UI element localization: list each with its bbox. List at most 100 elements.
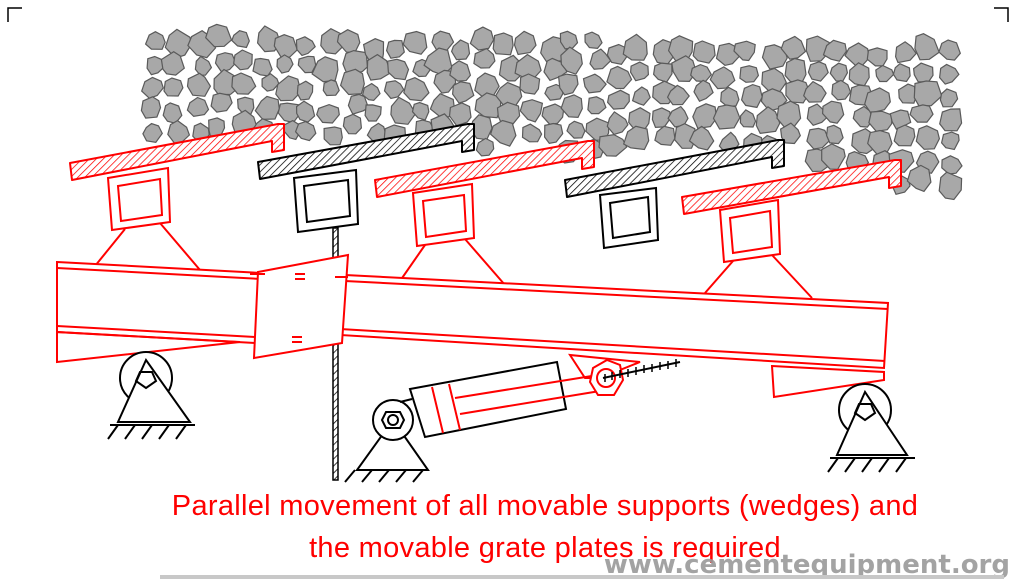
- clinker-rock: [848, 62, 870, 87]
- clinker-rock: [622, 125, 650, 151]
- clinker-rock: [807, 61, 829, 82]
- clinker-rock: [521, 123, 543, 143]
- clinker-rock: [755, 106, 781, 135]
- clinker-rock: [296, 80, 314, 101]
- right-roller-support: [827, 383, 915, 473]
- clinker-rock: [784, 57, 807, 84]
- clinker-rock: [780, 35, 807, 60]
- clinker-rock: [141, 76, 164, 99]
- clinker-rock: [214, 52, 237, 73]
- clinker-rock: [582, 73, 607, 94]
- clinker-rock: [276, 54, 294, 74]
- clinker-rock: [938, 39, 961, 61]
- clinker-rock: [875, 64, 895, 83]
- clinker-rock: [489, 119, 517, 147]
- clinker-rock: [557, 73, 579, 96]
- clinker-rock: [566, 120, 586, 139]
- movable-plate-support: [94, 166, 813, 299]
- clinker-rock: [821, 100, 845, 124]
- clinker-rock: [386, 58, 410, 81]
- clinker-rock: [939, 88, 959, 108]
- clinker-rock: [785, 79, 811, 104]
- clinker-rock: [311, 56, 339, 83]
- clinker-rock: [323, 126, 343, 146]
- caption-line-1: Parallel movement of all movable support…: [171, 490, 919, 522]
- clinker-rock: [339, 68, 365, 96]
- clinker-rock: [208, 117, 226, 137]
- clinker-rock: [587, 96, 607, 115]
- clinker-rock: [690, 63, 713, 83]
- hydraulic-cylinder: [399, 358, 681, 439]
- clinker-rock: [806, 103, 828, 127]
- clinker-rock: [513, 30, 537, 56]
- clinker-rock: [806, 127, 831, 150]
- clinker-rock: [939, 108, 963, 132]
- clinker-rock: [606, 65, 633, 90]
- clinker-rock: [940, 131, 960, 151]
- clinker-rock: [693, 79, 714, 102]
- clinker-rock: [261, 72, 280, 92]
- clinker-rock: [606, 89, 630, 110]
- clinker-rock: [628, 107, 651, 130]
- clinker-rock: [205, 23, 233, 48]
- clinker-rock: [825, 124, 844, 145]
- clinker-rock: [475, 137, 495, 157]
- clinker-rock: [652, 62, 673, 83]
- clinker-rock: [629, 61, 650, 82]
- clinker-rock: [941, 155, 963, 175]
- corner-mark-right: [994, 7, 1009, 22]
- clinker-rock: [688, 125, 715, 151]
- clinker-rock: [559, 30, 579, 50]
- clinker-rock: [560, 46, 583, 75]
- clinker-rock: [740, 83, 763, 109]
- clinker-rock: [411, 101, 430, 121]
- clinker-rock: [915, 125, 941, 150]
- clinker-rock: [294, 120, 317, 142]
- clinker-rock: [144, 31, 166, 50]
- clinker-rock: [709, 66, 736, 90]
- clinker-rock: [864, 87, 891, 114]
- clinker-rock: [316, 103, 340, 124]
- bottom-bar: [160, 575, 1004, 579]
- movable-grate-plate: [681, 159, 902, 215]
- clinker-rock: [366, 53, 392, 81]
- fixed-plate-support: [292, 168, 660, 250]
- clinker-rock: [162, 102, 183, 124]
- clinker-rock: [519, 99, 544, 123]
- clinker-rock: [868, 110, 893, 132]
- clinker-rock: [666, 84, 690, 106]
- clinker-rock: [295, 100, 316, 123]
- clinker-rock: [909, 104, 934, 123]
- clinker-rock: [938, 171, 963, 201]
- clinker-rock: [402, 30, 428, 55]
- clinker-rock: [383, 80, 405, 100]
- clinker-rock: [938, 63, 960, 85]
- clinker-rock: [297, 55, 317, 74]
- clinker-rock: [712, 104, 741, 130]
- clinker-rock: [913, 80, 943, 107]
- corner-mark-left: [7, 7, 22, 22]
- clinker-rock: [866, 47, 888, 67]
- clinker-rock: [892, 62, 911, 83]
- clinker-rock: [364, 104, 382, 122]
- clinker-rock: [844, 42, 870, 67]
- clinker-rock: [739, 109, 757, 128]
- movable-grate-plate: [374, 140, 595, 198]
- clinker-rock: [449, 60, 472, 82]
- clinker-rock: [403, 77, 430, 102]
- fixed-support-rod: [332, 227, 339, 481]
- clinker-rock: [560, 94, 583, 119]
- clinker-rock: [275, 75, 302, 102]
- clinker-rock: [720, 86, 740, 108]
- clinker-rock: [654, 125, 676, 146]
- clinker-rock: [473, 47, 496, 69]
- clinker-rock: [519, 73, 541, 95]
- clinker-rock: [233, 49, 253, 71]
- clinker-rock: [186, 72, 212, 97]
- clinker-rock: [342, 113, 363, 135]
- clinker-rock: [163, 77, 184, 97]
- clinker-rock: [385, 39, 405, 59]
- clinker-rock: [448, 102, 472, 127]
- clinker-rock: [390, 96, 417, 125]
